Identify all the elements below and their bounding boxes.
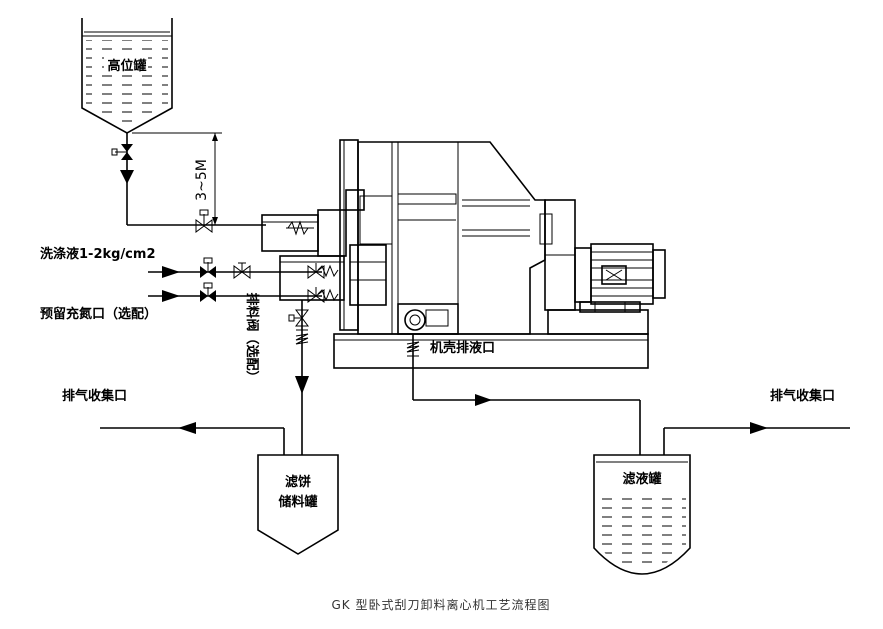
tank-outlet-pipe [111,133,266,233]
exhaust-left-label: 排气收集口 [62,388,127,404]
filtrate-tank-label: 滤液罐 [622,471,661,487]
diagram-caption: GK 型卧式刮刀卸料离心机工艺流程图 [332,597,551,612]
height-dimension: 3~5M [132,132,222,225]
right-exhaust-line: 排气收集口 [663,388,850,455]
wash-liquid-line: 洗涤液1-2kg/cm2 [40,246,325,279]
filtrate-tank: 滤液罐 [593,454,691,575]
nitrogen-label: 预留充氮口（选配） [40,306,157,322]
high-level-tank: 高位罐 [81,18,173,134]
exhaust-right-label: 排气收集口 [770,388,835,404]
motor [574,243,666,313]
cake-tank-label-1: 滤饼 [285,474,311,490]
centrifuge-machine [261,139,649,369]
nitrogen-line: 预留充氮口（选配） [40,282,325,322]
casing-drain-label: 机壳排液口 [430,340,495,356]
casing-drain-line: 机壳排液口 [406,334,641,455]
high-tank-label: 高位罐 [107,58,146,74]
discharge-valve-label: 排料阀（选配） [244,292,260,383]
cake-tank-label-2: 储料罐 [277,494,317,510]
discharge-line: 排料阀（选配） [244,292,309,455]
cake-storage-tank: 滤饼 储料罐 [257,454,339,555]
height-dimension-label: 3~5M [194,159,210,201]
wash-liquid-label: 洗涤液1-2kg/cm2 [40,246,155,262]
left-exhaust-line: 排气收集口 [62,388,285,455]
